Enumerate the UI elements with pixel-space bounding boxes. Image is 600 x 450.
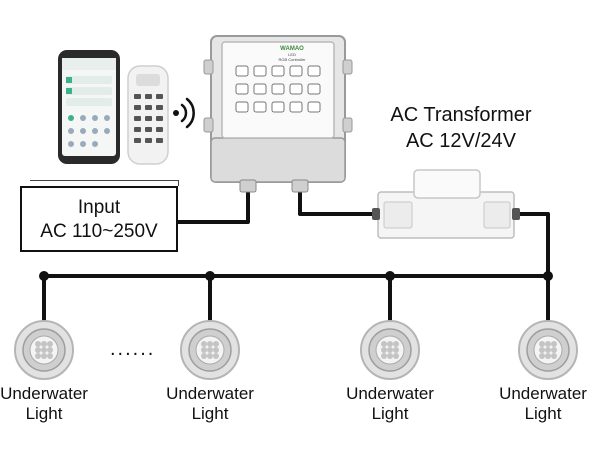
junction-dot bbox=[543, 271, 553, 281]
junction-dot bbox=[39, 271, 49, 281]
light-label-line1: Underwater bbox=[0, 384, 88, 403]
light-label-line2: Light bbox=[371, 404, 409, 423]
controller-brand: WAMAO bbox=[280, 46, 304, 52]
light-label-line2: Light bbox=[191, 404, 229, 423]
junction-dot bbox=[205, 271, 215, 281]
input-box-shadow bbox=[30, 180, 179, 186]
underwater-light-1 bbox=[14, 320, 74, 380]
smartphone-app-icon bbox=[58, 50, 120, 164]
wiring bbox=[42, 186, 550, 324]
input-cable bbox=[176, 186, 250, 224]
controller-model-line1: LED bbox=[288, 52, 296, 57]
light-label-4: Underwater Light bbox=[488, 384, 598, 424]
light-label-line2: Light bbox=[25, 404, 63, 423]
underwater-light-2 bbox=[180, 320, 240, 380]
light-label-line1: Underwater bbox=[166, 384, 254, 403]
input-label-line2: AC 110~250V bbox=[40, 221, 158, 242]
wireless-signal-icon bbox=[173, 97, 195, 129]
controller-to-transformer-cable bbox=[298, 188, 380, 216]
more-lights-ellipsis: ...... bbox=[110, 338, 156, 360]
controller-box: WAMAO LED RGB Controller bbox=[203, 35, 353, 193]
remote-control-icon bbox=[127, 65, 169, 165]
transformer-label-line2: AC 12V/24V bbox=[405, 130, 517, 152]
light-label-3: Underwater Light bbox=[335, 384, 445, 424]
input-label-box: Input AC 110~250V bbox=[20, 186, 178, 252]
light-label-line1: Underwater bbox=[346, 384, 434, 403]
underwater-light-3 bbox=[360, 320, 420, 380]
light-label-line1: Underwater bbox=[499, 384, 587, 403]
light-label-line2: Light bbox=[524, 404, 562, 423]
light-label-1: Underwater Light bbox=[0, 384, 99, 424]
junction-dot bbox=[385, 271, 395, 281]
light-label-2: Underwater Light bbox=[155, 384, 265, 424]
input-label-line1: Input bbox=[77, 197, 121, 218]
junctions bbox=[39, 271, 553, 281]
underwater-light-4 bbox=[518, 320, 578, 380]
transformer-output-cable bbox=[512, 212, 550, 278]
transformer-label-line1: AC Transformer bbox=[390, 104, 532, 126]
ac-transformer bbox=[372, 169, 520, 239]
transformer-label: AC Transformer AC 12V/24V bbox=[366, 102, 556, 154]
controller-model-line2: RGB Controller bbox=[278, 57, 306, 62]
